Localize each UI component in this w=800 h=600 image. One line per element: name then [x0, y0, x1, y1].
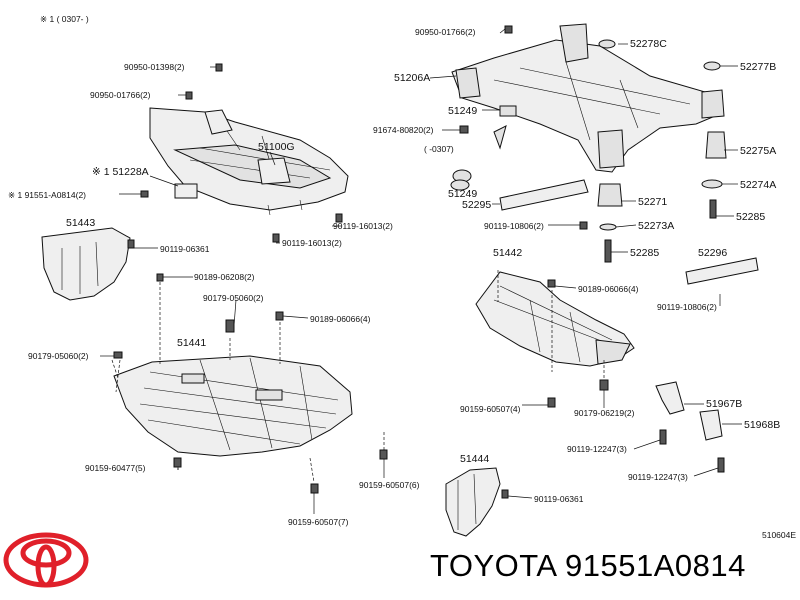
callout-52275A: 52275A: [740, 145, 776, 157]
callout-52271: 52271: [638, 196, 667, 208]
callout-91674-80820: 91674-80820(2): [373, 125, 434, 135]
callout-90119-16013-a: 90119-16013(2): [333, 221, 393, 231]
callout-91551-A0814: ※ 1 91551-A0814(2): [8, 190, 86, 200]
callout-51249-b: 51249: [448, 188, 477, 200]
callout-90119-10806-a: 90119-10806(2): [484, 221, 544, 231]
callout-52273A: 52273A: [638, 220, 674, 232]
callout-90159-60507-7: 90159-60507(7): [288, 517, 349, 527]
callout-51442: 51442: [493, 247, 522, 259]
callout-51968B: 51968B: [744, 419, 780, 431]
callout-90189-06066-b: 90189-06066(4): [578, 284, 639, 294]
callout-90119-12247-a: 90119-12247(3): [567, 444, 627, 454]
callout-52285-b: 52285: [630, 247, 659, 259]
callout-52296: 52296: [698, 247, 727, 259]
callout-90179-05060-a: 90179-05060(2): [203, 293, 264, 303]
side-cover-51443-drawing: [41, 227, 135, 301]
callout-51967B: 51967B: [706, 398, 742, 410]
diagram-code: 510604E: [762, 530, 796, 540]
rear-member-fasteners: [459, 25, 727, 263]
header-note: ※ 1 ( 0307- ): [40, 14, 89, 24]
callout-90189-06208: 90189-06208(2): [194, 272, 255, 282]
side-cover-51444-drawing: [445, 467, 509, 537]
callout-90159-60477: 90159-60477(5): [85, 463, 146, 473]
callout-51441: 51441: [177, 337, 206, 349]
callout-90119-06361-b: 90119-06361: [534, 494, 584, 504]
callout-52295: 52295: [462, 199, 491, 211]
arrow-indicator: [493, 125, 507, 150]
lateral-link-52295: [499, 179, 589, 211]
callout-52285-a: 52285: [736, 211, 765, 223]
callout-90950-01766-left: 90950-01766(2): [90, 90, 151, 100]
callout-52277B: 52277B: [740, 61, 776, 73]
callout-51444: 51444: [460, 453, 489, 465]
callout-90179-05060-b: 90179-05060(2): [28, 351, 89, 361]
toyota-logo-icon: [3, 532, 89, 588]
callout-90950-01398: 90950-01398(2): [124, 62, 185, 72]
callout-90119-16013-b: 90119-16013(2): [282, 238, 342, 248]
callout-90119-12247-b: 90119-12247(3): [628, 472, 688, 482]
callout-90159-60507-4: 90159-60507(4): [460, 404, 521, 414]
callout-52278C: 52278C: [630, 38, 667, 50]
front-crossmember-drawing: [149, 107, 349, 216]
callout-90950-01766-right: 90950-01766(2): [415, 27, 476, 37]
callout-51100G: 51100G: [258, 141, 295, 153]
lateral-link-52296: [685, 257, 759, 285]
callout-90179-06219: 90179-06219(2): [574, 408, 635, 418]
front-bolt-group: [140, 63, 343, 243]
callout-90189-06066-a: 90189-06066(4): [310, 314, 371, 324]
callout-90119-06361-a: 90119-06361: [160, 244, 210, 254]
callout-range-0307: ( -0307): [424, 144, 454, 154]
under-cover-51441-drawing: [113, 355, 353, 457]
bracket-51967B-drawing: [655, 381, 725, 473]
callout-90159-60507-6: 90159-60507(6): [359, 480, 420, 490]
callout-51228A: ※ 1 51228A: [92, 166, 149, 178]
callout-51206A: 51206A: [394, 72, 430, 84]
rear-member-51206A-drawing: [451, 23, 725, 173]
part-number-title: TOYOTA 91551A0814: [430, 548, 746, 583]
callout-52274A: 52274A: [740, 179, 776, 191]
callout-51443: 51443: [66, 217, 95, 229]
callout-90119-10806-b: 90119-10806(2): [657, 302, 717, 312]
callout-51249-a: 51249: [448, 105, 477, 117]
under-cover-51442-drawing: [475, 271, 635, 367]
